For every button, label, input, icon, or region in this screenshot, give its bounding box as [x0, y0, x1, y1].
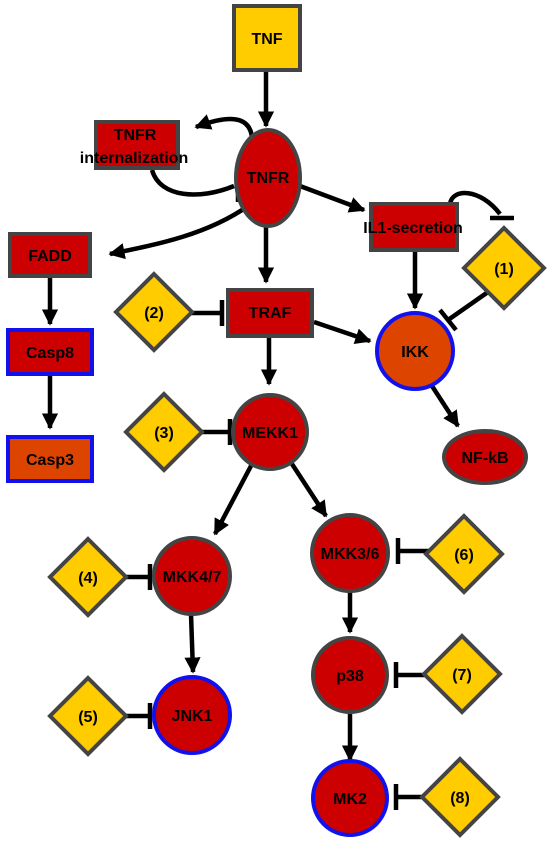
edge-mkk47-jnk1 — [184, 613, 201, 674]
node-mkk47-label: MKK4/7 — [163, 569, 222, 586]
inhibitor-8-label: (8) — [450, 790, 470, 807]
inhibitor-8[interactable]: (8) — [419, 756, 501, 838]
node-mkk47[interactable]: MKK4/7 — [152, 536, 232, 616]
edge-i1-ikk — [446, 290, 490, 322]
edge-mekk1-mkk47 — [213, 462, 254, 536]
node-traf[interactable]: TRAF — [226, 288, 314, 338]
inhibitor-5[interactable]: (5) — [47, 675, 129, 757]
node-traf-label: TRAF — [249, 305, 292, 322]
inhibitor-4-label: (4) — [78, 570, 98, 587]
node-il1-secretion[interactable]: IL1-secretion — [363, 202, 463, 252]
node-tnfr[interactable]: TNFR — [234, 128, 302, 228]
edge-internalization-inhibits-tnfr — [149, 169, 235, 197]
inhibitor-1-label: (1) — [494, 261, 514, 278]
node-tnfr-internalization-label-2: internalization — [80, 150, 188, 167]
node-mkk36[interactable]: MKK3/6 — [310, 513, 390, 593]
node-tnfr-label: TNFR — [247, 170, 290, 187]
edge-mekk1-mkk36 — [290, 462, 328, 518]
inhibitor-4[interactable]: (4) — [47, 536, 129, 618]
inhibitor-3-label: (3) — [154, 425, 174, 442]
node-tnfr-internalization[interactable]: TNFR internalization — [80, 120, 188, 170]
inhibitor-3[interactable]: (3) — [123, 391, 205, 473]
node-casp8[interactable]: Casp8 — [6, 328, 94, 376]
nodes: TNF TNFR internalization TNFR IL1-secret… — [6, 4, 528, 837]
node-ikk[interactable]: IKK — [375, 311, 455, 391]
node-jnk1[interactable]: JNK1 — [152, 675, 232, 755]
node-mekk1-label: MEKK1 — [242, 425, 298, 442]
edge-tnfr-tnfr-internalization — [194, 114, 255, 139]
inhibitor-6[interactable]: (6) — [423, 513, 505, 595]
node-ikk-label: IKK — [401, 344, 429, 361]
edge-traf-ikk — [313, 319, 372, 344]
node-jnk1-label: JNK1 — [172, 708, 213, 725]
node-p38-label: p38 — [336, 668, 364, 685]
inhibitor-7[interactable]: (7) — [421, 633, 503, 715]
edge-tnfr-fadd — [108, 204, 250, 260]
node-nfkb[interactable]: NF-kB — [442, 429, 528, 485]
edge-tnfr-il1 — [299, 183, 366, 213]
node-tnf[interactable]: TNF — [232, 4, 302, 72]
node-mekk1[interactable]: MEKK1 — [231, 393, 309, 471]
tbar-i1-ikk — [438, 308, 458, 332]
node-fadd-label: FADD — [28, 248, 72, 265]
inhibitors: (1) (2) (3) (4) (5) (6) (7) (8) — [47, 225, 547, 838]
node-tnf-label: TNF — [251, 31, 282, 48]
inhibitor-5-label: (5) — [78, 709, 98, 726]
node-casp3[interactable]: Casp3 — [6, 435, 94, 483]
edge-il1-self-inhibit — [447, 190, 502, 216]
inhibitor-2[interactable]: (2) — [113, 271, 195, 353]
node-nfkb-label: NF-kB — [461, 450, 508, 467]
node-p38[interactable]: p38 — [311, 636, 389, 714]
node-casp8-label: Casp8 — [26, 345, 74, 362]
node-casp3-label: Casp3 — [26, 452, 74, 469]
inhibitor-7-label: (7) — [452, 667, 472, 684]
node-fadd[interactable]: FADD — [8, 232, 92, 278]
inhibitor-2-label: (2) — [144, 305, 164, 322]
inhibitor-1[interactable]: (1) — [461, 225, 547, 311]
node-tnfr-internalization-label-1: TNFR — [114, 127, 157, 144]
node-il1-secretion-label: IL1-secretion — [363, 220, 463, 237]
edge-ikk-nfkb — [430, 384, 460, 428]
edges — [41, 70, 514, 810]
inhibitor-6-label: (6) — [454, 547, 474, 564]
node-mk2[interactable]: MK2 — [311, 759, 389, 837]
node-mkk36-label: MKK3/6 — [321, 546, 380, 563]
node-mk2-label: MK2 — [333, 791, 367, 808]
